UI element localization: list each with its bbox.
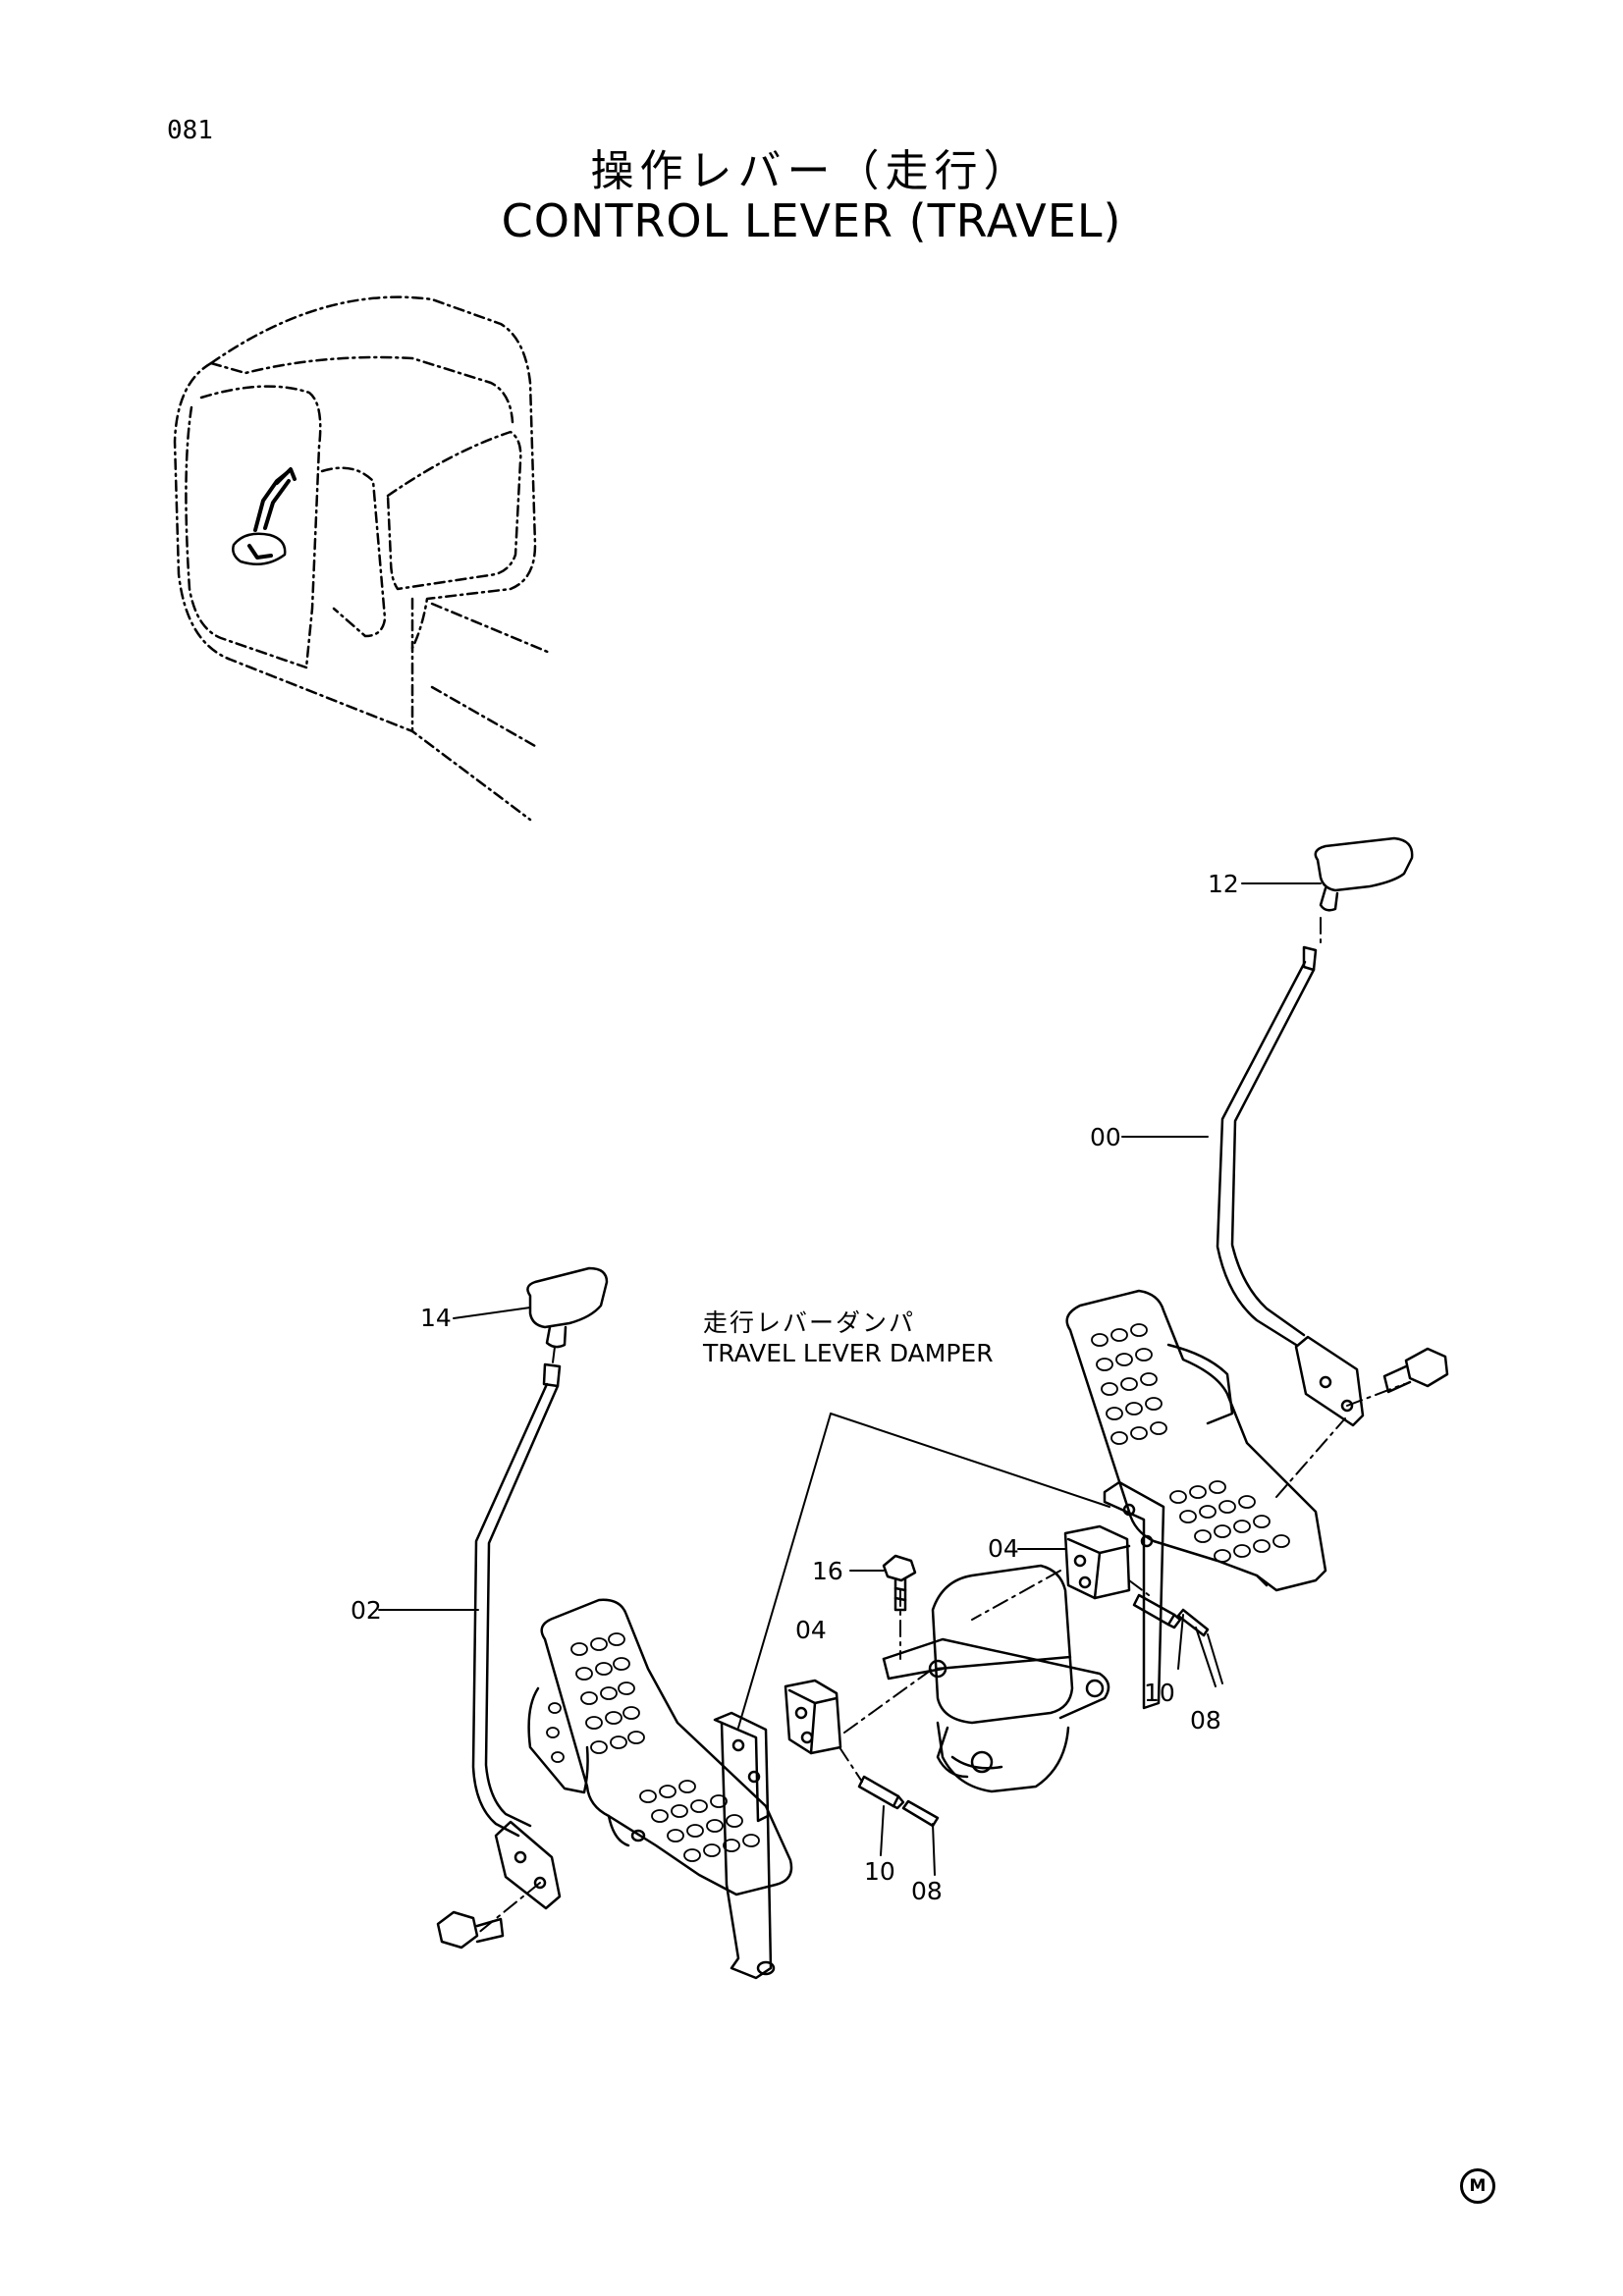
callout-04-left: 04 bbox=[795, 1616, 827, 1644]
pedal-left bbox=[527, 1598, 793, 1896]
damper-label-en: TRAVEL LEVER DAMPER bbox=[703, 1339, 994, 1367]
bracket-left bbox=[630, 1711, 776, 1980]
center-lines bbox=[476, 917, 1405, 1935]
callout-16: 16 bbox=[812, 1557, 843, 1585]
bolt-right bbox=[1382, 1347, 1449, 1394]
callout-08-left: 08 bbox=[911, 1877, 943, 1905]
damper-block-04-right bbox=[1063, 1524, 1131, 1600]
pedal-left-pads bbox=[546, 1632, 760, 1862]
callout-12: 12 bbox=[1208, 870, 1239, 898]
page-number: 081 bbox=[167, 116, 213, 145]
callout-14: 14 bbox=[420, 1304, 452, 1332]
cab-lever-icon bbox=[232, 467, 297, 566]
callout-10-right: 10 bbox=[1144, 1679, 1175, 1707]
lever-00 bbox=[1216, 945, 1365, 1427]
pins-right bbox=[1132, 1593, 1210, 1637]
lever-02 bbox=[471, 1362, 562, 1910]
bracket-right bbox=[1103, 1480, 1165, 1710]
cab-overview bbox=[173, 295, 552, 822]
page-title-en: CONTROL LEVER (TRAVEL) bbox=[501, 194, 1122, 247]
callout-08-right: 08 bbox=[1190, 1706, 1221, 1735]
pedal-right-pads bbox=[1091, 1323, 1290, 1563]
knob-12 bbox=[1314, 836, 1414, 912]
leader-lines bbox=[378, 882, 1322, 1876]
pins-left bbox=[857, 1775, 940, 1828]
maker-mark-icon: M bbox=[1460, 2168, 1495, 2204]
damper-block-04-left bbox=[784, 1679, 842, 1755]
pilot-valve bbox=[882, 1564, 1110, 1793]
page-title-jp: 操作レバー（走行） bbox=[590, 146, 1033, 196]
callout-10-left: 10 bbox=[864, 1857, 895, 1886]
bolt-left bbox=[436, 1910, 505, 1949]
callout-04-right: 04 bbox=[988, 1534, 1019, 1563]
callout-00: 00 bbox=[1090, 1123, 1121, 1151]
callout-02: 02 bbox=[351, 1596, 382, 1625]
damper-label-jp: 走行レバーダンパ bbox=[703, 1308, 916, 1337]
knob-14 bbox=[526, 1266, 609, 1349]
